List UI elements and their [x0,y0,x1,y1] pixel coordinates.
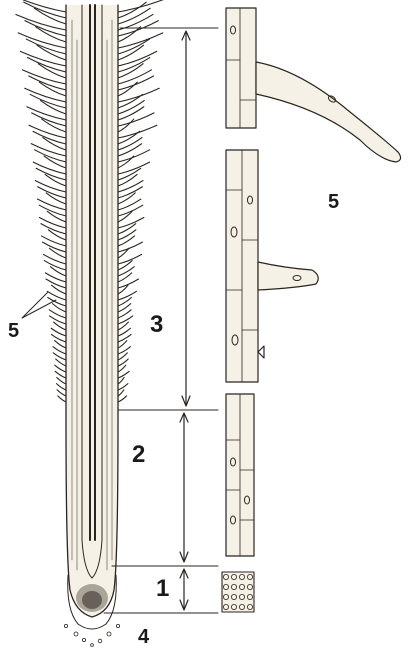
root-hair [118,187,142,198]
root-hair [118,33,163,48]
root-hair [118,51,157,66]
root-hair [57,390,66,396]
root-hair [118,390,124,396]
root-hair [31,144,66,156]
zone-arrows [180,31,190,610]
root-hair [41,236,66,246]
root-longitudinal-view [14,0,173,646]
root-hair [50,267,66,276]
root-hair [53,347,66,354]
labels: 3 2 1 4 5 5 [8,191,339,648]
root-hair [118,273,132,282]
root-hair [43,138,66,150]
root-hair [118,205,143,216]
meristem-region [76,584,108,612]
root-hairs-left [14,0,66,402]
detail-panel-middle [226,150,318,382]
detail-panel-meristem [222,572,254,612]
root-hair [118,377,124,384]
zone-2-label: 2 [132,441,145,468]
root-hair [118,113,154,126]
root-hair [57,377,66,384]
meristem-grid [222,572,254,612]
root-body [66,5,118,617]
root-hair [118,236,134,246]
root-hair [118,230,136,240]
root-hair [118,365,126,372]
detail-panel-top [226,8,401,162]
root-hair [118,138,142,150]
root-hair [118,181,143,192]
root-hair [118,0,173,12]
root-hair [24,2,66,18]
root-hair [55,365,66,372]
sloughed-cap-cells [64,624,119,646]
root-hair-label-right: 5 [328,191,339,213]
label-5-leader [22,292,56,318]
root-hair [57,384,66,390]
root-hair [43,242,66,252]
root-hair [118,384,128,390]
root-hair [52,285,66,294]
panel-top-strip [226,8,256,128]
root-hair [118,248,129,258]
hair-bud [258,346,264,358]
root-hair [118,2,146,18]
root-hair [53,353,66,360]
root-hair [118,267,134,276]
root-hair [20,51,66,66]
root-hairs-right [118,0,173,402]
root-hair [33,162,66,174]
root-hair [118,347,130,354]
root-hair [118,359,128,366]
root-hair [44,261,66,270]
root-hair [37,199,66,210]
root-hair-short [258,262,318,290]
root-hair [118,242,142,252]
root-hair [118,70,151,84]
zone-3-label: 3 [150,311,163,338]
root-cap-label: 4 [138,626,150,648]
root-hair [45,174,66,186]
root-hair [39,217,66,228]
cell-detail-panels [222,8,401,612]
root-hair [118,396,127,402]
root-hair [118,162,150,174]
root-hair [118,88,159,102]
root-hair [23,70,66,84]
root-hair [35,181,66,192]
root-hair [118,371,129,378]
root-hair [44,156,66,168]
root-hair [56,359,66,366]
zone-1-label: 1 [156,575,169,602]
root-hair [58,396,66,402]
root-hair [18,33,66,48]
root-hair-label-left: 5 [8,320,19,342]
root-hair [118,125,157,138]
root-hair [118,217,144,228]
root-hair-long [256,62,401,162]
root-hair [118,211,132,222]
root-hair [46,279,66,288]
detail-panel-lower [226,394,254,556]
root-hair [39,205,66,216]
root-hair [41,224,66,234]
